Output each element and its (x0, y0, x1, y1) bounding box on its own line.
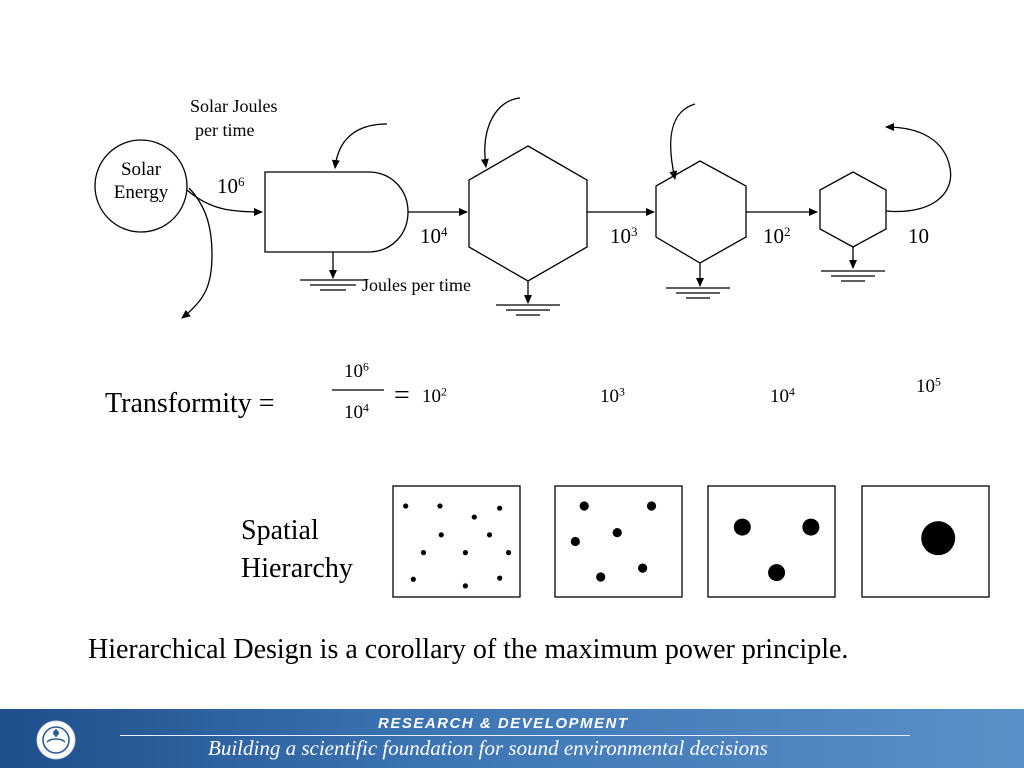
heat-sink-producer (300, 252, 366, 291)
footer-rule (120, 735, 910, 736)
spatial-dot-1-3 (471, 514, 477, 520)
spatial-dot-2-4 (570, 536, 580, 547)
consumer-2-input-arrow (669, 103, 696, 180)
spatial-dot-1-5 (438, 532, 444, 538)
transformity-value-1: 102 (422, 385, 447, 407)
flow-label-3: 103 (610, 223, 638, 248)
spatial-dot-4-1 (921, 521, 956, 556)
consumer-1-input-arrow (480, 97, 521, 168)
agency-seal-icon (36, 720, 76, 760)
feedback-loop-arrow (885, 123, 952, 213)
transformity-equals: = (394, 380, 410, 411)
footer-banner: RESEARCH & DEVELOPMENT Building a scient… (0, 709, 1024, 768)
spatial-dot-1-4 (497, 505, 503, 511)
spatial-dot-1-12 (497, 575, 503, 581)
energy-hierarchy-diagram (94, 97, 990, 598)
spatial-box-2 (554, 485, 683, 598)
spatial-dot-2-6 (638, 563, 648, 573)
spatial-dot-1-2 (437, 503, 443, 509)
consumer-hexagon-2 (655, 160, 747, 264)
spatial-dot-3-2 (802, 518, 820, 536)
heat-sink-consumer-2 (666, 263, 730, 299)
transformity-value-3: 104 (770, 385, 795, 407)
spatial-dots (403, 501, 956, 589)
flow-label-2: 104 (420, 223, 448, 248)
transformity-value-2: 103 (600, 385, 625, 407)
caption: Hierarchical Design is a corollary of th… (88, 634, 849, 665)
heat-sink-consumer-1 (496, 281, 560, 316)
transformity-denominator: 104 (344, 401, 369, 423)
source-label: Solar Energy (113, 159, 169, 203)
heat-sink-consumer-3 (821, 247, 885, 282)
spatial-dot-2-3 (612, 528, 622, 538)
spatial-dot-2-2 (646, 501, 657, 511)
transformity-numerator: 106 (344, 360, 369, 382)
flow-label-1: 106 (217, 173, 245, 198)
spatial-box-3 (707, 485, 836, 598)
spatial-dot-1-9 (505, 550, 512, 556)
spatial-dot-3-3 (768, 564, 786, 582)
spatial-dot-1-7 (420, 550, 427, 556)
spatial-dot-3-1 (733, 518, 751, 536)
source-outflow-arrow (181, 187, 213, 319)
spatial-box-4 (861, 485, 990, 598)
producer-input-arrow (331, 123, 388, 169)
solar-energy-source (94, 139, 188, 233)
spatial-dot-1-1 (403, 503, 409, 509)
spatial-dot-1-11 (462, 583, 468, 589)
spatial-dot-1-10 (410, 576, 416, 582)
spatial-box-1 (392, 485, 521, 598)
transformity-value-4: 105 (916, 375, 941, 397)
flow-label-4: 102 (763, 223, 791, 248)
input-label: Solar Joules per time (190, 96, 278, 140)
consumer-hexagon-3 (819, 171, 887, 248)
footer-tagline: Building a scientific foundation for sou… (208, 736, 768, 760)
consumer-hexagon-1 (468, 145, 588, 282)
flow-label-5: 10 (908, 224, 929, 248)
spatial-dot-1-8 (462, 550, 468, 556)
spatial-dot-2-5 (596, 572, 606, 582)
loss-label: Joules per time (362, 275, 471, 295)
footer-title: RESEARCH & DEVELOPMENT (378, 715, 629, 732)
source-to-producer-flow (186, 189, 263, 216)
spatial-dot-2-1 (579, 501, 589, 511)
producer-tank (264, 171, 409, 253)
transformity-label: Transformity = (105, 388, 275, 419)
spatial-dot-1-6 (486, 532, 493, 538)
spatial-hierarchy-label: Spatial Hierarchy (241, 515, 353, 584)
